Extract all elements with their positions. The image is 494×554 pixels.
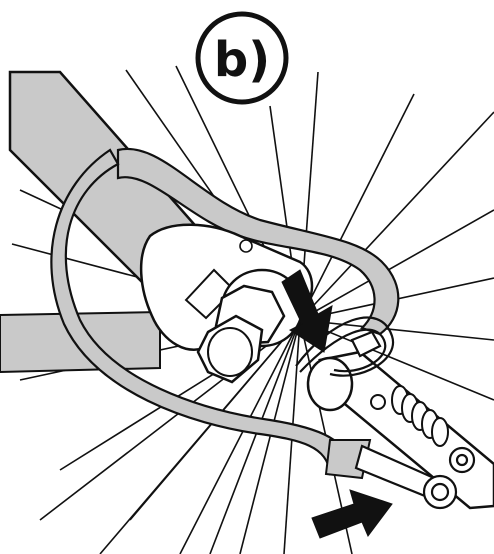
safety-clip [354,444,476,510]
spoke [299,319,494,401]
coupler-pin [370,394,386,410]
spoke [209,319,301,554]
spoke [299,209,494,321]
spoke [99,319,301,554]
spoke [299,111,494,321]
arrow-down-right-icon [281,269,333,353]
spoke [239,319,301,554]
spoke [179,319,301,554]
coupler-spring [391,385,449,447]
spoke [299,93,415,321]
step-label-circle [195,11,289,105]
step-label: b) [214,32,270,88]
step-label-badge: b) [195,11,289,105]
strap [50,147,400,480]
axle-nut [196,268,304,384]
arrow-right-up-icon [311,489,393,539]
spoke [299,319,494,341]
plate-screw [239,239,253,253]
